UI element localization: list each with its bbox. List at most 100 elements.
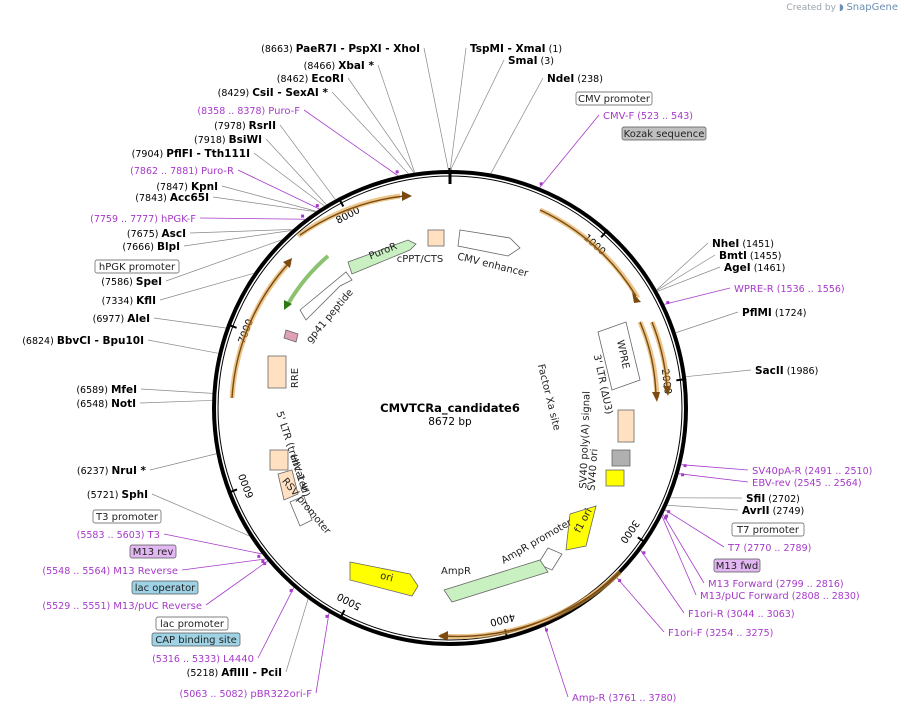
primer-label[interactable]: F1ori-R (3044 .. 3063) <box>688 609 795 620</box>
f1ori-arrow[interactable] <box>565 505 597 551</box>
restriction-site-label[interactable]: (7978) RsrII <box>214 120 276 132</box>
restriction-site-label[interactable]: (8466) XbaI * <box>304 60 375 72</box>
rsv-box[interactable] <box>277 469 299 501</box>
primer-label[interactable]: (5548 .. 5564) M13 Reverse <box>42 566 178 577</box>
primer-leader <box>616 577 665 633</box>
primer-leader <box>237 169 320 210</box>
feature-box-label[interactable] <box>713 558 761 573</box>
feature-box-label[interactable] <box>129 544 177 559</box>
orf-arc-3-head <box>663 386 671 396</box>
feature-label: ori <box>379 571 394 585</box>
primer-label[interactable]: (5583 .. 5603) T3 <box>77 530 160 541</box>
restriction-site-label[interactable]: SfiI (2702) <box>746 493 800 505</box>
feature-box-label[interactable] <box>155 616 229 631</box>
feature-box-label[interactable] <box>94 259 180 274</box>
restriction-site-label[interactable]: (6548) NotI <box>76 398 136 410</box>
rsv-arrow[interactable] <box>289 495 313 527</box>
orf-arc-6-line <box>299 195 405 236</box>
feature-box-label[interactable] <box>731 522 805 537</box>
site-leader <box>449 47 467 171</box>
restriction-site-label[interactable]: (6589) MfeI <box>76 384 137 396</box>
restriction-site-label[interactable]: (7918) BsiWI <box>194 134 262 146</box>
restriction-site-label[interactable]: (6237) NruI * <box>77 465 147 477</box>
restriction-site-label[interactable]: (6824) BbvCI - Bpu10I <box>22 335 144 347</box>
restriction-site-label[interactable]: PflMI (1724) <box>742 307 806 319</box>
restriction-site-label[interactable]: (7675) AscI <box>127 228 186 240</box>
puror-arrow[interactable] <box>347 239 417 275</box>
site-leader <box>253 152 325 207</box>
site-leader <box>685 369 752 378</box>
site-leader <box>285 598 309 673</box>
primer-label[interactable]: (7759 .. 7777) hPGK-F <box>90 214 196 225</box>
restriction-site-label[interactable]: (7847) KpnI <box>156 181 218 193</box>
feature-label: SV40 ori <box>587 448 601 491</box>
restriction-site-label[interactable]: (5721) SphI <box>87 489 148 501</box>
restriction-site-label[interactable]: (5218) AflIII - PciI <box>187 667 282 679</box>
feature-box-label[interactable] <box>575 91 653 106</box>
primer-label[interactable]: (5063 .. 5082) pBR322ori-F <box>180 689 313 700</box>
restriction-site-label[interactable]: TspMI - XmaI (1) <box>470 43 562 55</box>
primer-mark <box>683 464 687 468</box>
tick-mark <box>337 197 345 207</box>
cppt-box[interactable] <box>427 229 445 247</box>
primer-label[interactable]: WPRE-R (1536 .. 1556) <box>734 284 845 295</box>
primer-mark <box>666 301 670 305</box>
restriction-site-label[interactable]: SmaI (3) <box>508 55 554 67</box>
restriction-site-label[interactable]: AgeI (1461) <box>724 262 785 274</box>
ltr3-box[interactable] <box>617 409 635 443</box>
wpre-arrow[interactable] <box>597 321 641 391</box>
primer-label[interactable]: (5529 .. 5551) M13/pUC Reverse <box>42 601 202 612</box>
gp41-box[interactable] <box>283 329 299 343</box>
snapgene-credit: Created by ◗ SnapGene <box>786 2 898 13</box>
primer-label[interactable]: M13/pUC Forward (2808 .. 2830) <box>700 591 860 602</box>
feature-box-label[interactable] <box>131 580 199 595</box>
restriction-site-label[interactable]: (7334) KflI <box>102 295 156 307</box>
primer-label[interactable]: M13 Forward (2799 .. 2816) <box>708 579 844 590</box>
primer-label[interactable]: CMV-F (523 .. 543) <box>603 111 693 122</box>
restriction-site-label[interactable]: BmtI (1455) <box>719 250 781 262</box>
sv40pa-box[interactable] <box>611 449 631 467</box>
primer-label[interactable]: EBV-rev (2545 .. 2564) <box>752 478 862 489</box>
feature-label: RRE <box>290 368 301 388</box>
restriction-site-label[interactable]: (7904) PflFI - Tth111I <box>132 148 250 160</box>
primer-leader <box>181 558 267 571</box>
feature-box-label[interactable] <box>621 126 707 141</box>
site-leader <box>331 91 409 174</box>
site-leader <box>279 124 336 200</box>
restriction-site-label[interactable]: (7666) BlpI <box>122 241 180 253</box>
site-leader <box>147 339 219 354</box>
sv40ori-box[interactable] <box>605 469 625 487</box>
primer-label[interactable]: Amp-R (3761 .. 3780) <box>572 693 676 704</box>
primer-mark <box>667 510 671 514</box>
ampr-promoter-arrow[interactable] <box>537 547 563 571</box>
primer-label[interactable]: T7 (2770 .. 2789) <box>727 543 811 554</box>
tick-label: 3000 <box>617 518 640 545</box>
primer-label[interactable]: (5316 .. 5333) L4440 <box>152 654 254 665</box>
orf-arc-4-line <box>443 571 621 638</box>
restriction-site-label[interactable]: (7843) Acc65I <box>135 192 209 204</box>
restriction-site-label[interactable]: (8462) EcoRI <box>277 73 344 85</box>
primer-label[interactable]: SV40pA-R (2491 .. 2510) <box>752 466 872 477</box>
primer-leader <box>303 109 399 177</box>
restriction-site-label[interactable]: (7586) SpeI <box>101 276 162 288</box>
feature-box-label[interactable] <box>151 632 241 647</box>
restriction-site-label[interactable]: (8663) PaeR7I - PspXI - XhoI <box>261 43 420 55</box>
gp41-arrow[interactable] <box>299 271 353 321</box>
feature-box-label[interactable] <box>92 509 162 524</box>
restriction-site-label[interactable]: NdeI (238) <box>547 73 603 85</box>
ltr5-box[interactable] <box>269 449 289 471</box>
primer-leader <box>199 217 306 220</box>
primer-label[interactable]: (7862 .. 7881) Puro-R <box>130 166 234 177</box>
primer-mark <box>289 589 293 593</box>
restriction-site-label[interactable]: (8429) CsiI - SexAI * <box>218 87 329 99</box>
restriction-site-label[interactable]: SacII (1986) <box>755 365 818 377</box>
cmv-enhancer-arrow[interactable] <box>457 229 521 257</box>
ampr-arrow[interactable] <box>443 559 549 603</box>
ori-arrow[interactable] <box>349 561 419 597</box>
restriction-site-label[interactable]: AvrII (2749) <box>742 505 804 517</box>
primer-label[interactable]: F1ori-F (3254 .. 3275) <box>668 628 773 639</box>
restriction-site-label[interactable]: (6977) AleI <box>93 313 150 325</box>
primer-label[interactable]: (8358 .. 8378) Puro-F <box>197 106 300 117</box>
restriction-site-label[interactable]: NheI (1451) <box>712 238 774 250</box>
rre-box[interactable] <box>267 355 287 389</box>
